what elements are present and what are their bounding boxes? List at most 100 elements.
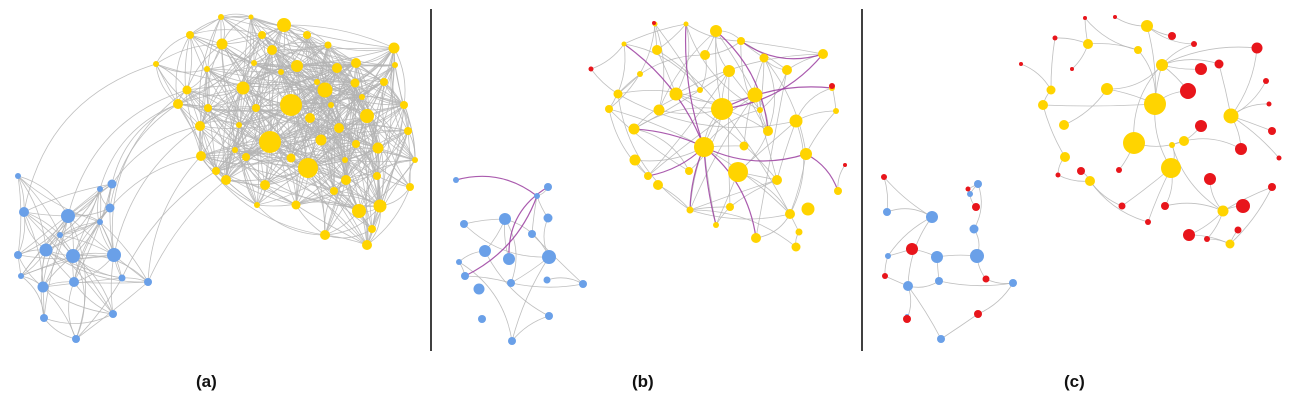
network-edge (1020, 63, 1052, 91)
network-edge (43, 313, 114, 324)
network-edge (220, 16, 357, 64)
network-node-red (1195, 63, 1207, 75)
network-edge (608, 43, 626, 110)
network-node-yellow (652, 45, 662, 55)
network-node-yellow (362, 240, 372, 250)
network-edge (511, 256, 550, 342)
bridge-edge (111, 89, 188, 256)
network-edge (264, 104, 332, 186)
network-node-yellow (359, 94, 365, 100)
network-node-yellow (834, 187, 842, 195)
network-edge (324, 64, 396, 91)
network-edge (634, 146, 705, 162)
network-edge (590, 43, 625, 70)
network-node-yellow (710, 25, 722, 37)
network-node-blue (107, 248, 121, 262)
network-edge (608, 108, 690, 172)
network-node-yellow (747, 87, 763, 103)
network-edge (17, 254, 115, 260)
network-edge (1084, 17, 1139, 51)
network-node-yellow (791, 242, 801, 252)
network-edge (215, 123, 409, 172)
network-edge (776, 120, 797, 181)
network-node-yellow (685, 167, 693, 175)
network-node-yellow (400, 101, 408, 109)
network-edge (728, 70, 731, 208)
network-edge (255, 107, 378, 177)
network-edge (155, 43, 223, 65)
network-node-red (1070, 67, 1074, 71)
network-node-yellow (195, 121, 205, 131)
network-node-yellow (232, 147, 238, 153)
network-node-yellow (1085, 176, 1095, 186)
network-edge (504, 218, 517, 284)
network-edge (280, 71, 322, 141)
network-edge (271, 49, 357, 64)
bridge-edge (99, 103, 179, 190)
network-node-yellow (412, 157, 418, 163)
network-node-blue (926, 211, 938, 223)
network-edge (20, 275, 45, 319)
network-edge (504, 218, 550, 258)
network-edge (215, 49, 273, 172)
network-node-yellow (196, 151, 206, 161)
network-edge (307, 167, 368, 246)
network-edge (225, 71, 282, 181)
network-node-yellow (248, 14, 254, 20)
network-node-yellow (392, 62, 398, 68)
network-edge (884, 255, 889, 277)
network-node-yellow (278, 69, 284, 75)
network-edge (407, 130, 411, 188)
network-edge (307, 130, 409, 169)
network-edge (1042, 103, 1156, 107)
network-node-blue (579, 280, 587, 288)
network-node-red (1204, 236, 1210, 242)
network-node-blue (507, 279, 515, 287)
network-node-blue (931, 251, 943, 263)
network-node-blue (456, 259, 462, 265)
network-edge (200, 150, 309, 169)
network-edge (199, 125, 227, 181)
network-edge (43, 215, 69, 319)
network-edge (755, 69, 788, 239)
network-edge (307, 44, 329, 169)
network-edge (17, 175, 101, 223)
network-node-yellow (406, 183, 414, 191)
network-edge (17, 188, 101, 256)
network-node-yellow (204, 104, 212, 112)
network-edge (200, 68, 208, 157)
network-edge (238, 124, 335, 192)
network-edge (177, 34, 263, 105)
network-edge (73, 281, 149, 284)
network-node-blue (1009, 279, 1017, 287)
network-node-yellow (314, 79, 320, 85)
network-edge (256, 159, 346, 206)
network-node-red (1204, 173, 1216, 185)
network-edge (633, 89, 701, 130)
network-edge (307, 151, 416, 169)
network-node-yellow (1059, 120, 1069, 130)
network-edge (740, 40, 824, 55)
network-edge (242, 87, 346, 161)
bridge-edge (109, 155, 202, 209)
network-edge (253, 62, 357, 67)
network-node-red (1268, 183, 1276, 191)
nodes-c (881, 15, 1282, 343)
network-edge (59, 188, 101, 236)
network-edge (327, 44, 395, 52)
network-node-red (906, 243, 918, 255)
network-edge (222, 62, 255, 181)
network-edge (72, 255, 85, 340)
highlighted-edge (455, 175, 538, 197)
network-edge (245, 62, 261, 158)
network-node-blue (543, 213, 553, 223)
network-node-yellow (757, 107, 763, 113)
network-node-yellow (332, 63, 342, 73)
network-edge (245, 104, 332, 158)
network-node-yellow (291, 200, 301, 210)
network-edge (110, 254, 115, 315)
network-edge (658, 30, 717, 111)
network-edge (43, 317, 77, 340)
network-edge (206, 16, 222, 109)
network-node-red (1276, 155, 1282, 161)
